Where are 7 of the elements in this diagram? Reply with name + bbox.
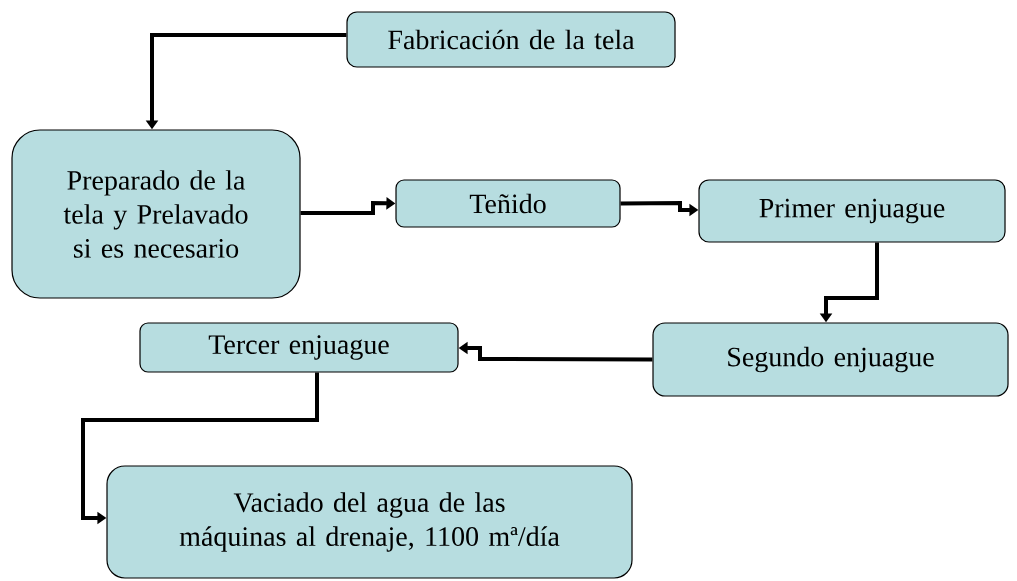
process-box: Vaciado del agua de las máquinas al drenaje, 1100 mª/día (106, 465, 633, 579)
process-box: Tercer enjuague (139, 322, 459, 373)
process-box: Teñido (395, 179, 621, 228)
process-box: Primer enjuague (698, 179, 1006, 243)
process-box: Fabricación de la tela (346, 11, 676, 68)
process-box: Segundo enjuague (652, 322, 1009, 397)
process-box: Preparado de la tela y Prelavado si es necesario (11, 129, 301, 299)
